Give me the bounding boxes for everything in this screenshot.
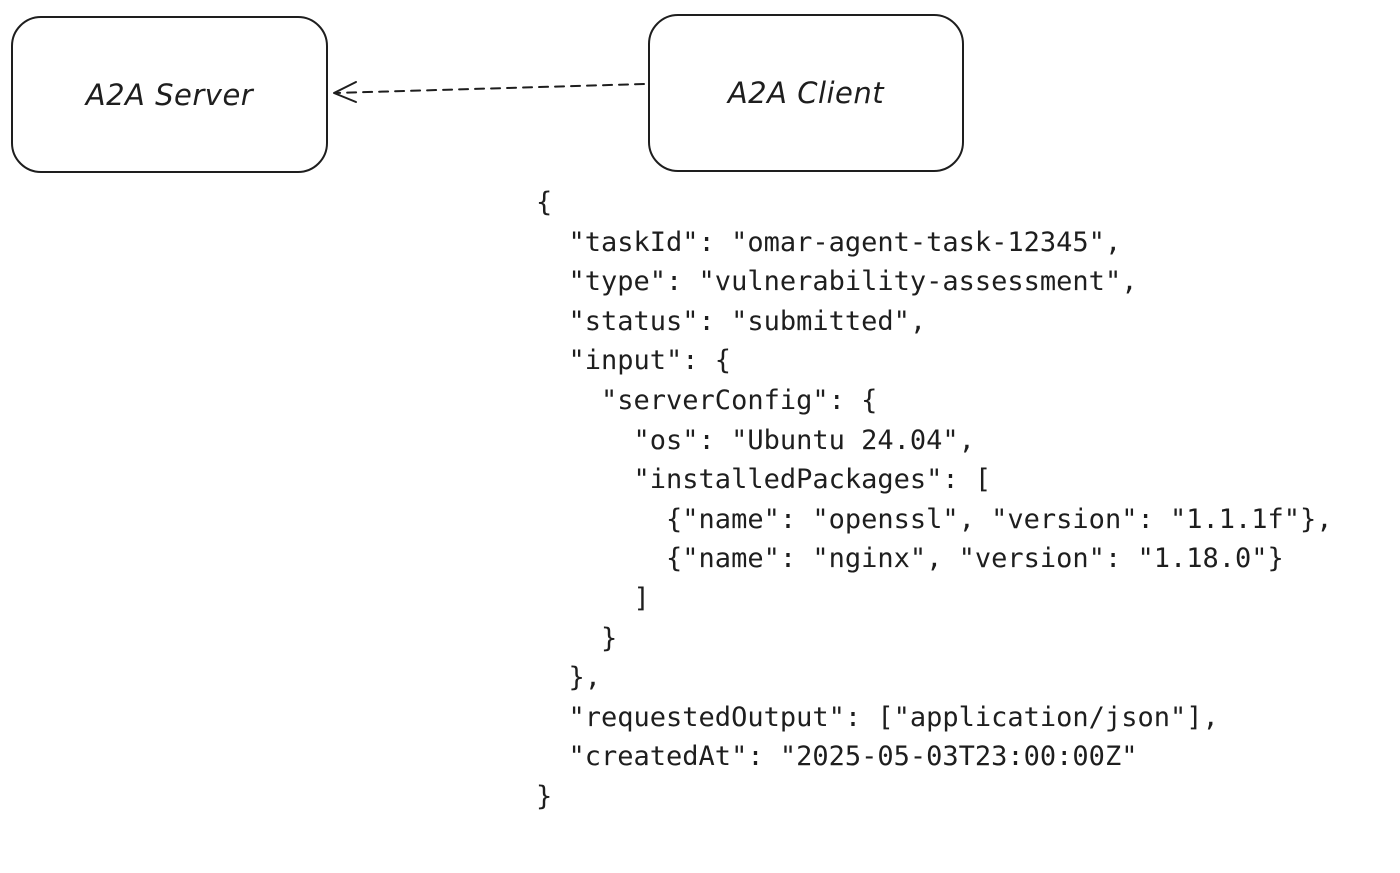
code-line: "taskId": "omar-agent-task-12345", [536, 226, 1122, 258]
code-line: "type": "vulnerability-assessment", [536, 266, 1138, 298]
code-line: "status": "submitted", [536, 305, 927, 337]
code-line: "createdAt": "2025-05-03T23:00:00Z" [536, 741, 1138, 773]
code-line: { [536, 187, 553, 218]
dashed-connector-line [334, 83, 645, 94]
a2a-server-label: A2A Server [85, 77, 254, 112]
code-line: "installedPackages": [ [536, 464, 992, 496]
code-line: {"name": "openssl", "version": "1.1.1f"}… [536, 503, 1333, 535]
task-json-payload: { "taskId": "omar-agent-task-12345", "ty… [536, 183, 1333, 817]
code-line: "input": { [536, 345, 732, 377]
code-line: "os": "Ubuntu 24.04", [536, 424, 975, 456]
code-line: } [536, 622, 618, 654]
a2a-client-node: A2A Client [648, 14, 964, 172]
arrowhead-icon [333, 81, 357, 103]
code-line: } [536, 780, 553, 812]
code-line: }, [536, 662, 602, 694]
code-line: "requestedOutput": ["application/json"], [536, 701, 1219, 733]
a2a-client-label: A2A Client [727, 76, 885, 110]
code-line: ] [536, 582, 650, 614]
code-line: {"name": "nginx", "version": "1.18.0"} [536, 543, 1284, 575]
code-line: "serverConfig": { [536, 384, 878, 416]
a2a-server-node: A2A Server [11, 16, 328, 173]
